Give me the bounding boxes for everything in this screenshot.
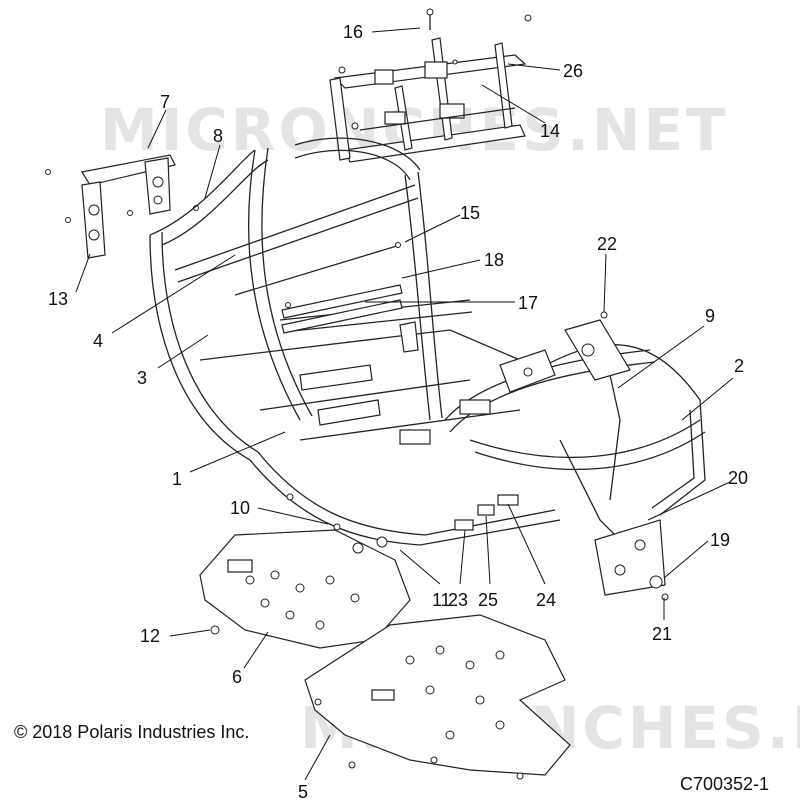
upper-skid-plate (199, 529, 411, 649)
callout-4: 4 (93, 331, 103, 351)
callout-25: 25 (478, 590, 498, 610)
callout-labels: 1 2 3 4 5 6 7 8 9 10 11 12 13 14 15 16 1… (48, 22, 748, 800)
callout-23: 23 (448, 590, 468, 610)
callout-10: 10 (230, 498, 250, 518)
callout-11: 11 (432, 590, 451, 610)
callout-8: 8 (213, 126, 223, 146)
callout-13: 13 (48, 289, 68, 309)
callout-21: 21 (652, 624, 672, 644)
callout-14: 14 (540, 121, 560, 141)
callout-5: 5 (298, 782, 308, 800)
callout-3: 3 (137, 368, 147, 388)
callout-19: 19 (710, 530, 730, 550)
callout-22: 22 (597, 234, 617, 254)
callout-17: 17 (518, 293, 538, 313)
callout-2: 2 (734, 356, 744, 376)
lower-skid-plate (304, 614, 571, 776)
left-bracket (45, 154, 199, 259)
copyright-notice: © 2018 Polaris Industries Inc. (14, 722, 250, 742)
seat-rails (281, 242, 403, 334)
callout-16: 16 (343, 22, 363, 42)
upper-rack (329, 8, 532, 163)
callout-18: 18 (484, 250, 504, 270)
main-frame (149, 137, 706, 596)
callout-6: 6 (232, 667, 242, 687)
watermark-top: MICRONCHES.NET (100, 96, 729, 164)
callout-1: 1 (172, 469, 182, 489)
fasteners (210, 311, 669, 780)
figure-id: C700352-1 (680, 774, 770, 794)
callout-15: 15 (460, 203, 480, 223)
callout-24: 24 (536, 590, 556, 610)
callout-9: 9 (705, 306, 715, 326)
callout-12: 12 (140, 626, 160, 646)
callout-7: 7 (160, 92, 170, 112)
callout-26: 26 (563, 61, 583, 81)
callout-20: 20 (728, 468, 748, 488)
leader-lines (75, 27, 734, 781)
